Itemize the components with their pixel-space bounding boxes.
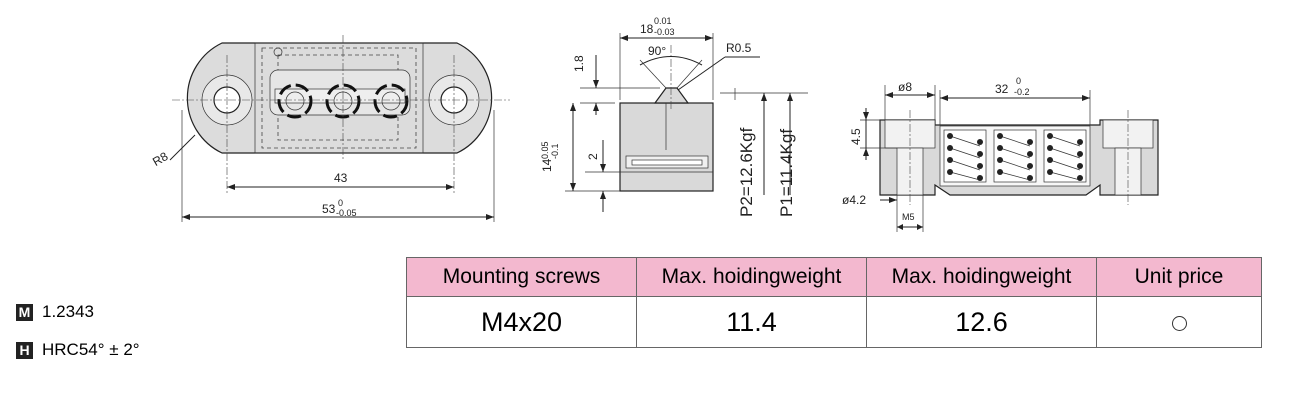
technical-drawing: R8 43 53 0 -0.05 18 0.01 -0.03 90° R0.5 — [150, 16, 1159, 232]
springs — [943, 129, 1087, 183]
cell-weight-1: 11.4 — [636, 296, 867, 348]
dim-hole: ø4.2 — [842, 193, 866, 207]
dim-bore: ø8 — [898, 80, 912, 94]
dim-14: 14 — [540, 158, 554, 172]
dim-53: 53 — [322, 202, 336, 216]
table-row: M4x20 11.4 12.6 — [406, 296, 1262, 348]
svg-text:0: 0 — [1016, 76, 1021, 86]
cell-weight-2: 12.6 — [866, 296, 1097, 348]
radius-label: R8 — [150, 149, 171, 169]
radius-r05: R0.5 — [726, 41, 752, 55]
svg-text:-0.2: -0.2 — [1014, 87, 1030, 97]
dim-thread: M5 — [902, 212, 915, 222]
center-block — [254, 42, 424, 154]
spring-circle-3 — [373, 83, 409, 119]
circle-icon — [1171, 315, 1187, 331]
header-max-weight-2: Max. hoidingweight — [866, 257, 1097, 297]
svg-text:-0.1: -0.1 — [550, 143, 560, 159]
side-view: 18 0.01 -0.03 90° R0.5 1.8 14 0.05 -0.1 … — [540, 16, 808, 217]
material-text: 1.2343 — [42, 302, 94, 321]
material-icon: M — [16, 303, 33, 321]
dim-32: 32 — [995, 82, 1009, 96]
dim-1-8: 1.8 — [572, 55, 586, 72]
angle-label: 90° — [648, 44, 666, 58]
top-view: R8 43 53 0 -0.05 — [150, 35, 510, 222]
hardness-icon: H — [16, 341, 33, 359]
section-view: ø8 32 0 -0.2 4.5 ø4.2 M5 — [842, 76, 1159, 232]
dim-18: 18 — [640, 22, 654, 36]
header-unit-price: Unit price — [1096, 257, 1262, 297]
force-p2: P2=12.6Kgf — [737, 127, 756, 217]
cell-unit-price — [1096, 296, 1262, 348]
svg-text:-0.03: -0.03 — [654, 27, 675, 37]
header-mounting-screws: Mounting screws — [406, 257, 637, 297]
svg-text:0: 0 — [338, 198, 343, 208]
table-header-row: Mounting screws Max. hoidingweight Max. … — [406, 257, 1262, 297]
header-max-weight-1: Max. hoidingweight — [636, 257, 867, 297]
dim-4-5: 4.5 — [849, 128, 863, 145]
svg-text:-0.05: -0.05 — [336, 208, 357, 218]
cell-mounting-screws: M4x20 — [406, 296, 637, 348]
block-body — [619, 102, 714, 192]
spring-circle-1 — [277, 83, 313, 119]
svg-text:0.01: 0.01 — [654, 16, 672, 26]
svg-text:0.05: 0.05 — [540, 141, 550, 159]
hardness-row: H HRC54° ± 2° — [16, 340, 140, 360]
dim-43: 43 — [334, 171, 348, 185]
force-p1: P1=11.4Kgf — [777, 129, 796, 217]
material-row: M 1.2343 — [16, 302, 94, 322]
hardness-text: HRC54° ± 2° — [42, 340, 140, 359]
spec-table: Mounting screws Max. hoidingweight Max. … — [406, 257, 1262, 348]
dim-2: 2 — [586, 153, 600, 160]
